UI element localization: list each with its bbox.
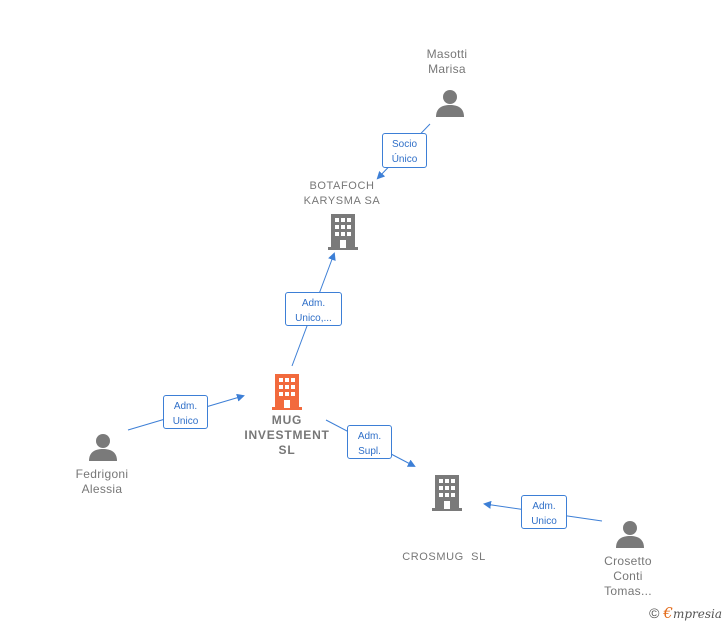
edge-tag-adm-unico-etc[interactable]: Adm. Unico,... [285,292,342,326]
brand-initial: € [663,604,673,622]
copyright-icon: © [649,605,660,621]
edge-tag-line: Socio [391,139,417,150]
node-crosetto-conti[interactable]: Crosetto Conti Tomas... [586,554,670,599]
person-icon [89,434,117,461]
edge-tag-line: Unico,... [295,313,332,324]
node-label: MUG [271,413,303,427]
node-label: INVESTMENT [244,428,330,442]
node-label: Alessia [81,482,123,496]
building-icon-highlight [272,374,302,410]
node-fedrigoni-alessia[interactable]: Fedrigoni Alessia [55,467,149,497]
node-mug-investment[interactable]: MUG INVESTMENT SL [232,413,342,458]
node-label: Marisa [428,62,466,76]
node-label: Conti [613,569,643,583]
edge-tag-line: Único [391,154,418,165]
edge-tag-line: Adm. [301,298,326,309]
edge-tag-adm-supl[interactable]: Adm. Supl. [347,425,392,459]
edge-tag-line: Unico [172,416,199,427]
node-label: BOTAFOCH [309,180,375,192]
edge-tag-adm-unico-crosetto[interactable]: Adm. Unico [521,495,567,529]
brand-rest: mpresia [672,607,722,621]
node-label: Crosetto [604,554,652,568]
person-icon [436,90,464,117]
edge-tag-socio-unico[interactable]: Socio Único [382,133,427,168]
edge-tag-line: Adm. [357,431,382,442]
node-label: Fedrigoni [75,467,129,481]
edge-tag-line: Supl. [358,446,381,457]
node-label: SL [278,443,296,457]
edge-tag-line: Adm. [173,401,198,412]
edge-tag-adm-unico-fedrigoni[interactable]: Adm. Unico [163,395,208,429]
node-crosmug[interactable]: CROSMUG SL [394,514,494,583]
building-icon [432,475,462,511]
building-icon [328,214,358,250]
node-masotti-marisa[interactable]: Masotti Marisa [400,47,494,77]
node-label: CROSMUG SL [402,551,486,563]
edge-tag-line: Unico [531,516,557,527]
node-label: Masotti [426,47,468,61]
brand-watermark: ©€mpresia [649,604,722,622]
node-botafoch-karysma[interactable]: BOTAFOCH KARYSMA SA [290,179,394,209]
node-label: KARYSMA SA [303,195,381,207]
node-label: Tomas... [604,584,652,598]
brand-logo: €mpresia [663,604,722,622]
edge-tag-line: Adm. [532,501,556,512]
person-icon [616,521,644,548]
